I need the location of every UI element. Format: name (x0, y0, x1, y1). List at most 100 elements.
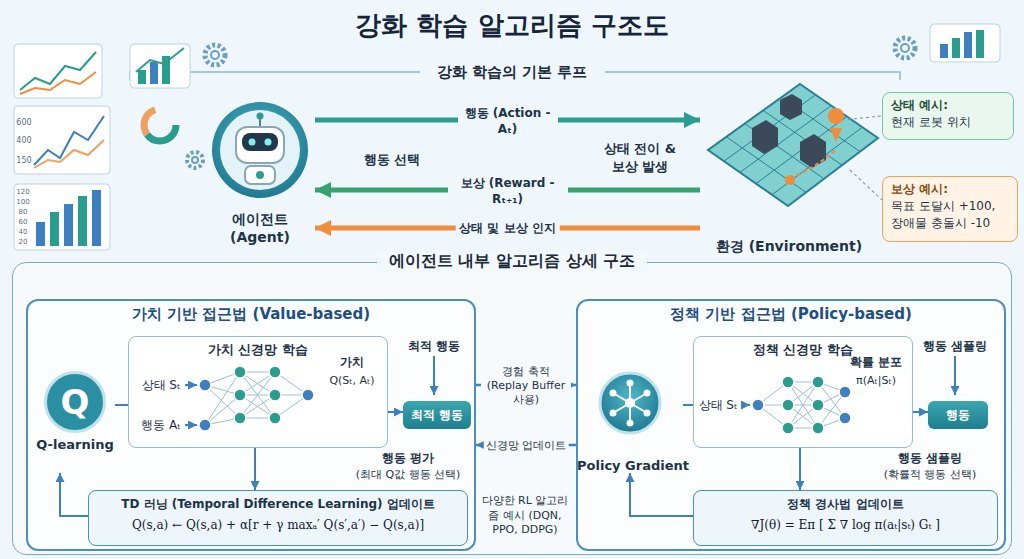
robot-icon (245, 166, 275, 184)
frame-heading: 에이전트 내부 알고리즘 상세 구조 (377, 251, 647, 272)
gear-icon (211, 51, 219, 59)
chart-decor (36, 222, 45, 246)
chart-decor (14, 184, 110, 250)
annotation: 행동 평가 (382, 450, 434, 467)
agent-name: 에이전트 (Agent) (205, 210, 315, 246)
chart-decor (144, 109, 176, 141)
robot-icon (256, 171, 264, 179)
agent-node: 에이전트 (Agent) (205, 98, 315, 246)
action-box: 최적 행동 (403, 401, 471, 429)
gear-icon (192, 157, 198, 163)
chart-decor (976, 30, 984, 58)
neural-network (234, 412, 246, 424)
neural-network (782, 422, 794, 434)
policy-icon (610, 380, 651, 427)
annotation: 최적 행동 (408, 338, 460, 355)
update-heading: TD 러닝 (Temporal Difference Learning) 업데이… (97, 496, 459, 513)
title: 강화 학습 알고리즘 구조도 (0, 8, 1024, 43)
neural-network (302, 389, 314, 401)
pointer-arrows (433, 356, 435, 395)
annotation: Q(Sₜ, Aₜ) (329, 374, 374, 387)
neural-network (839, 386, 851, 398)
chart-decor (930, 24, 1000, 62)
chart-decor (14, 44, 102, 98)
axis-value: 150 (16, 156, 31, 165)
axis-value: 600 (16, 118, 31, 127)
chart-decor (50, 212, 59, 246)
formula: ∇J(θ) = Eπ [ Σ ∇ log π(aₜ|sₜ) Gₜ ] (702, 518, 989, 532)
axis-value: 80 (19, 208, 28, 216)
neural-network (234, 389, 246, 401)
pointer-arrows (185, 424, 197, 426)
annotation: 강화 학습의 기본 루프 (429, 63, 596, 82)
annotation: (확률적 행동 선택) (884, 467, 977, 482)
annotation: 상태 전이 & 보상 발생 (598, 140, 682, 176)
environment-grid (850, 170, 882, 200)
chart-decor (92, 190, 101, 246)
connector (799, 448, 801, 490)
q-symbol: Q (44, 371, 106, 433)
pointer-arrows (185, 384, 197, 386)
policy-panel: 정책 기반 접근법 (Policy-based)정책 신경망 학습Policy … (576, 299, 1006, 551)
policy-icon (644, 410, 651, 417)
environment-grid (785, 175, 795, 185)
axis-value: 20 (19, 238, 28, 246)
robot-icon (220, 110, 300, 190)
environment-grid (752, 120, 778, 154)
policy-icon (600, 373, 660, 433)
neural-network (782, 376, 794, 388)
axis-value: 100 (16, 198, 29, 206)
neural-network (234, 366, 246, 378)
connector (60, 473, 88, 516)
pointer-arrows (185, 356, 955, 425)
edge-label: 경험 축적 (Replay Buffer 사용) (481, 364, 571, 407)
update-box: 정책 경사법 업데이트 ∇J(θ) = Eπ [ Σ ∇ log π(aₜ|sₜ)… (693, 490, 998, 546)
annotation: 상태 Sₜ (142, 377, 181, 394)
robot-icon (236, 127, 284, 163)
neural-network (199, 419, 211, 431)
panel-heading: 정책 기반 접근법 (Policy-based) (670, 305, 912, 324)
chart-decor (14, 106, 110, 174)
annotation: 행동 선택 (364, 151, 421, 169)
connector (388, 411, 403, 413)
algorithm-name: Q-learning (36, 437, 113, 452)
panel-grounds (25, 298, 475, 550)
annotation: 행동 샘플링 (898, 450, 962, 467)
q-learning-node: Q Q-learning (35, 371, 115, 473)
environment-grid (842, 116, 882, 120)
environment-grid (790, 150, 836, 178)
annotation: (최대 Q값 행동 선택) (356, 467, 461, 482)
robot-icon (249, 139, 256, 146)
robot-icon (212, 102, 308, 198)
chart-decor (138, 70, 146, 84)
chart-decor (20, 72, 96, 94)
robot-icon (242, 133, 278, 151)
gear-icon (205, 45, 225, 65)
pointer-arrows (742, 404, 750, 406)
chart-decor (150, 62, 158, 84)
annotation: π(Aₜ|Sₜ) (856, 374, 896, 387)
callout-body: 목표 도달시 +100, 장애물 충돌시 -10 (891, 198, 1009, 232)
annotation: 가치 (340, 354, 364, 371)
policy-icon (627, 380, 634, 387)
axis-value: 40 (19, 228, 28, 236)
policy-gradient-node: Policy Gradient (583, 371, 683, 473)
update-heading: 정책 경사법 업데이트 (702, 496, 989, 513)
algorithm-name: Policy Gradient (577, 458, 689, 473)
environment-grid (828, 108, 844, 142)
chart-decor (952, 38, 960, 58)
robot-icon (212, 102, 308, 198)
value-panel: 가치 기반 접근법 (Value-based)가치 신경망 학습QQ-learn… (26, 299, 476, 551)
chart-decor (940, 44, 948, 58)
pointer-arrows (954, 356, 956, 395)
neural-network (269, 366, 281, 378)
neural-network (269, 389, 281, 401)
panel-grounds (12, 262, 1012, 555)
environment-grid (708, 84, 882, 206)
chart-decor (130, 44, 190, 88)
policy-icon (625, 398, 635, 408)
callout-body: 현재 로봇 위치 (891, 114, 1005, 131)
